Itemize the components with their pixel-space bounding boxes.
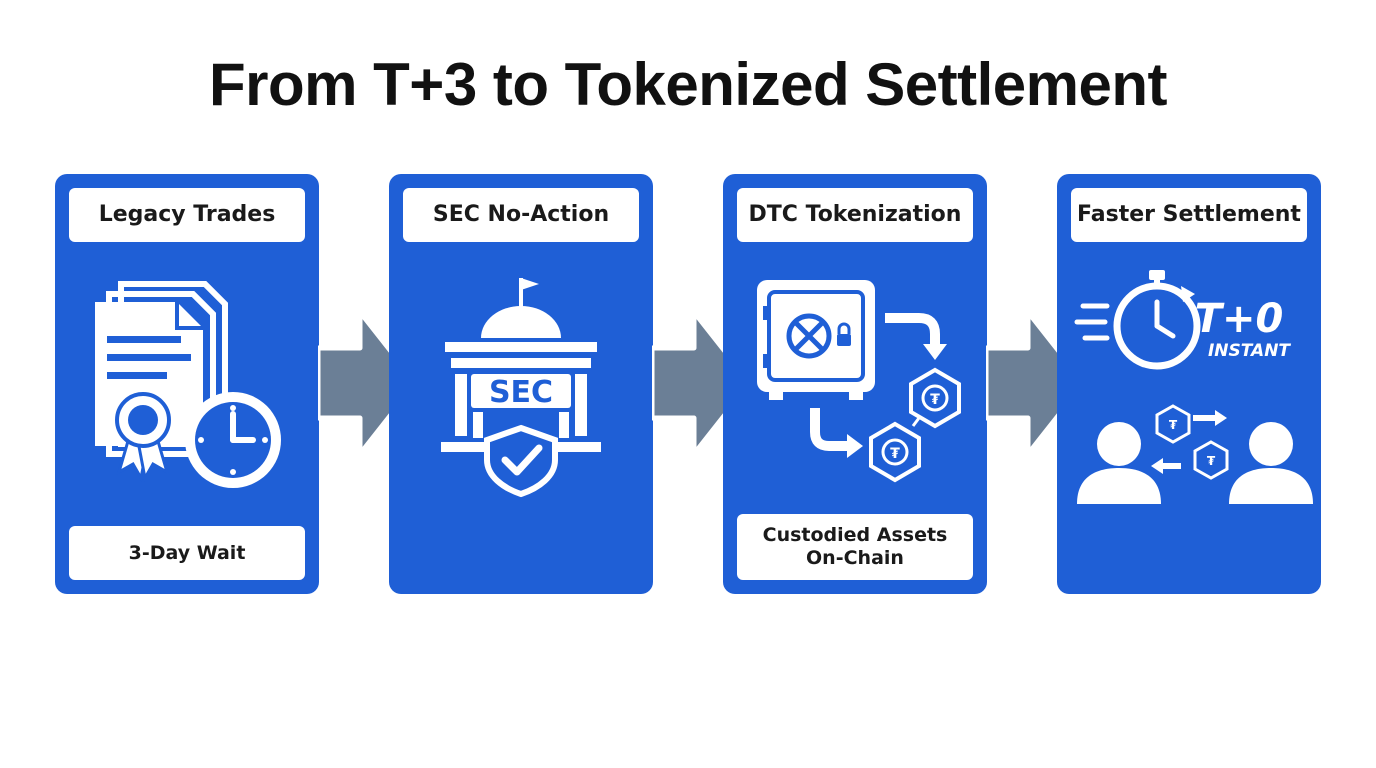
step-caption: 3-Day Wait [69,526,305,580]
t-plus-zero-badge: T+0 [1195,296,1284,342]
step-label: Legacy Trades [69,188,305,242]
stopwatch-icon [1074,270,1201,370]
step-label: SEC No-Action [403,188,639,242]
government-building-icon: SEC [441,278,601,452]
step-card-faster-settlement: Faster Settlement T+0 INSTANT [1057,174,1321,594]
vault-safe-icon [757,280,875,400]
svg-text:₮: ₮ [890,446,900,462]
step-card-legacy-trades: Legacy Trades [55,174,319,594]
flow-arrow-3 [986,308,1086,458]
svg-text:₮: ₮ [1169,418,1178,432]
page-title: From T+3 to Tokenized Settlement [208,51,1168,118]
sec-emblem-text: SEC [489,375,553,410]
flow-arrow-2 [652,308,752,458]
clock-icon [185,392,281,488]
instant-badge: INSTANT [1208,341,1291,361]
shield-check-icon [484,424,558,498]
token-network-icon: ₮ ₮ [869,367,961,483]
step-caption-line-2: On-Chain [806,547,904,569]
flow-arrow-1 [318,308,418,458]
award-ribbon-icon [115,392,171,483]
step-card-dtc-tokenization: DTC Tokenization [723,174,987,594]
step-card-sec-no-action: SEC No-Action SEC [389,174,653,594]
step-caption: Custodied Assets On-Chain [737,514,973,580]
step-label: Faster Settlement [1071,188,1307,242]
step-caption-line-1: Custodied Assets [762,524,948,547]
svg-text:₮: ₮ [930,392,940,408]
flow-arrow-icon [810,313,947,458]
svg-text:₮: ₮ [1207,454,1216,468]
token-network-icon: ₮ ₮ [1155,404,1229,480]
people-exchange-icon [1077,410,1313,504]
step-label: DTC Tokenization [737,188,973,242]
